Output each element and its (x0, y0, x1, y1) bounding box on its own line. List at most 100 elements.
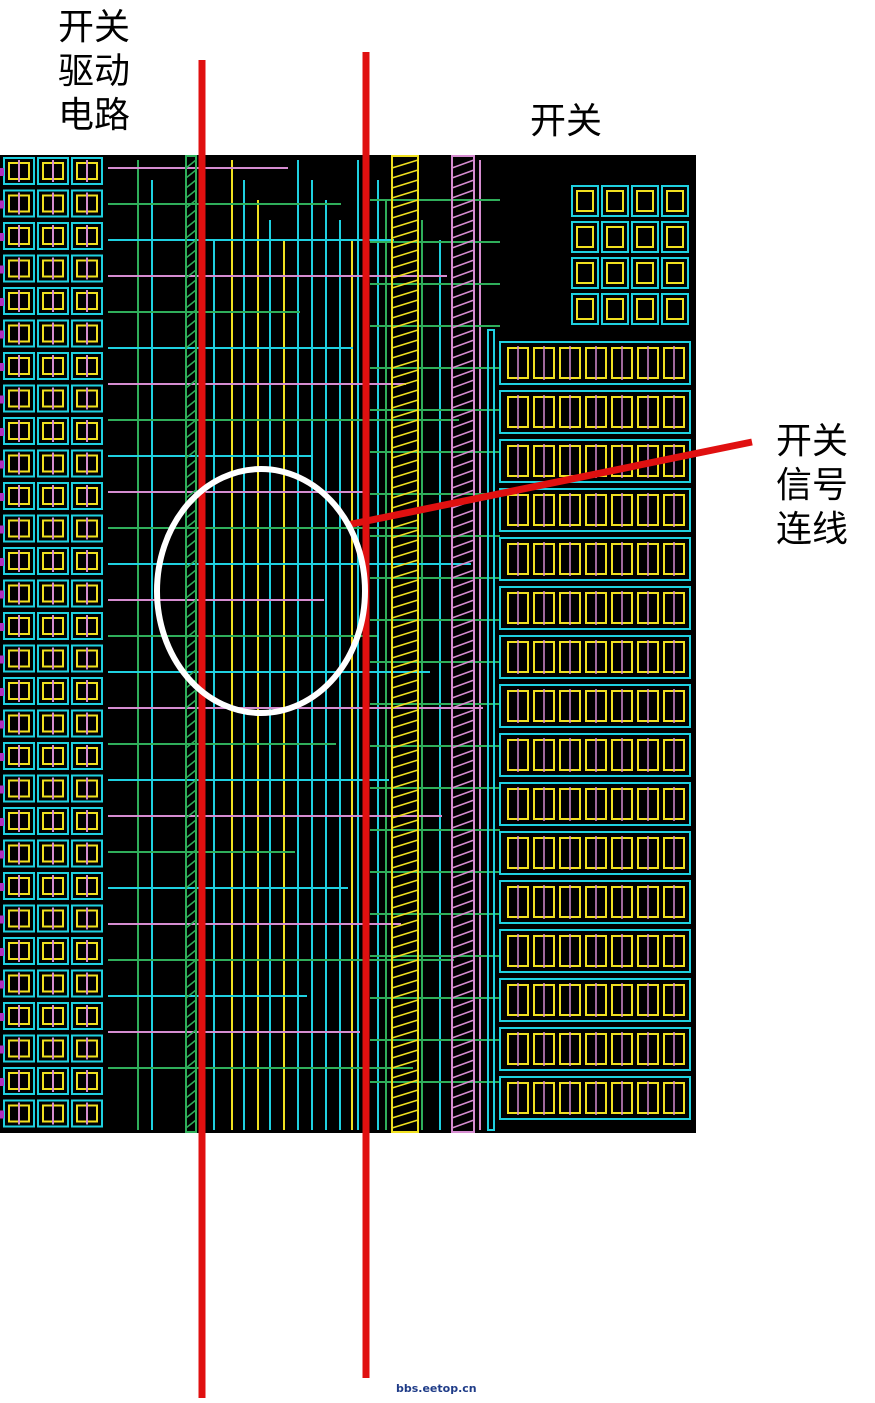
switch-top-gate (666, 298, 684, 320)
stripe-hatch (185, 1079, 197, 1089)
stripe-hatch (451, 319, 475, 329)
stripe-hatch (451, 439, 475, 449)
stripe-hatch (451, 489, 475, 499)
switch-top-gate (576, 262, 594, 284)
driver-cell-edge (0, 883, 4, 891)
driver-cell (37, 352, 69, 380)
driver-cell (37, 384, 69, 413)
stripe-hatch (451, 199, 475, 209)
stripe-hatch (451, 799, 475, 809)
stripe-hatch (391, 319, 419, 329)
stripe-hatch (391, 169, 419, 179)
stripe-hatch (185, 959, 197, 969)
stripe-hatch (185, 359, 197, 369)
driver-cell (37, 254, 69, 283)
stripe-hatch (391, 499, 419, 509)
stripe-hatch (451, 849, 475, 859)
stripe-hatch (451, 559, 475, 569)
switch-array-frame (499, 733, 691, 777)
stripe-hatch (391, 969, 419, 979)
stripe-hatch (185, 339, 197, 349)
stripe-hatch (185, 429, 197, 439)
stripe-hatch (391, 909, 419, 919)
driver-cell-edge (0, 623, 4, 631)
stripe-hatch (451, 749, 475, 759)
driver-cell-edge (0, 330, 4, 339)
switch-top-gate (636, 226, 654, 248)
stripe-hatch (185, 809, 197, 819)
stripe-hatch (391, 709, 419, 719)
stripe-hatch (451, 1079, 475, 1089)
switch-top-gate (636, 298, 654, 320)
stripe-hatch (451, 299, 475, 309)
stripe-hatch (391, 569, 419, 579)
stripe-hatch (185, 269, 197, 279)
stripe-hatch (185, 859, 197, 869)
stripe-hatch (185, 539, 197, 549)
driver-cell (71, 417, 103, 445)
driver-cell (71, 1034, 103, 1063)
stripe-hatch (185, 989, 197, 999)
driver-cell (37, 742, 69, 770)
stripe-hatch (185, 1059, 197, 1069)
switch-array-frame (499, 1027, 691, 1071)
stripe-hatch (391, 789, 419, 799)
stripe-hatch (185, 789, 197, 799)
driver-cell (71, 482, 103, 510)
stripe-hatch (391, 409, 419, 419)
stripe-hatch (391, 669, 419, 679)
driver-cell (71, 287, 103, 315)
switch-top-cell (571, 221, 599, 253)
driver-cell (37, 222, 69, 250)
driver-cell-edge (0, 785, 4, 794)
driver-cell (37, 937, 69, 965)
stripe-hatch (391, 819, 419, 829)
stripe-hatch (185, 379, 197, 389)
stripe-hatch (185, 209, 197, 219)
switch-guard-ring (487, 329, 495, 1131)
stripe-hatch (451, 1089, 475, 1099)
stripe-hatch (391, 599, 419, 609)
driver-cell (37, 969, 69, 998)
stripe-hatch (185, 1049, 197, 1059)
driver-cell (71, 1002, 103, 1030)
stripe-hatch (391, 179, 419, 189)
stripe-hatch (391, 449, 419, 459)
driver-cell (37, 319, 69, 348)
stripe-hatch (391, 229, 419, 239)
stripe-hatch (451, 279, 475, 289)
stripe-hatch (185, 529, 197, 539)
stripe-hatch (391, 1119, 419, 1129)
stripe-hatch (451, 169, 475, 179)
driver-cell (37, 514, 69, 543)
stripe-hatch (451, 409, 475, 419)
driver-cell (71, 579, 103, 608)
driver-cell (71, 677, 103, 705)
stripe-hatch (451, 209, 475, 219)
stripe-hatch (451, 389, 475, 399)
driver-cell-edge (0, 1045, 4, 1054)
stripe-hatch (391, 1089, 419, 1099)
switch-top-cell (631, 185, 659, 217)
stripe-hatch (185, 759, 197, 769)
stripe-hatch (185, 729, 197, 739)
stripe-hatch (391, 939, 419, 949)
stripe-hatch (185, 559, 197, 569)
stripe-frame (185, 155, 197, 1133)
stripe-hatch (185, 389, 197, 399)
stripe-hatch (451, 1099, 475, 1109)
stripe-hatch (391, 689, 419, 699)
stripe-hatch (185, 919, 197, 929)
driver-cell-edge (0, 655, 4, 664)
stripe-hatch (451, 859, 475, 869)
switch-array-frame (499, 586, 691, 630)
driver-cell (71, 1099, 103, 1128)
driver-cell (71, 937, 103, 965)
driver-cell-edge (0, 915, 4, 924)
driver-cell-edge (0, 558, 4, 566)
switch-array-frame (499, 390, 691, 434)
stripe-hatch (185, 739, 197, 749)
stripe-hatch (451, 419, 475, 429)
stripe-hatch (391, 359, 419, 369)
switch-top-cell (661, 257, 689, 289)
